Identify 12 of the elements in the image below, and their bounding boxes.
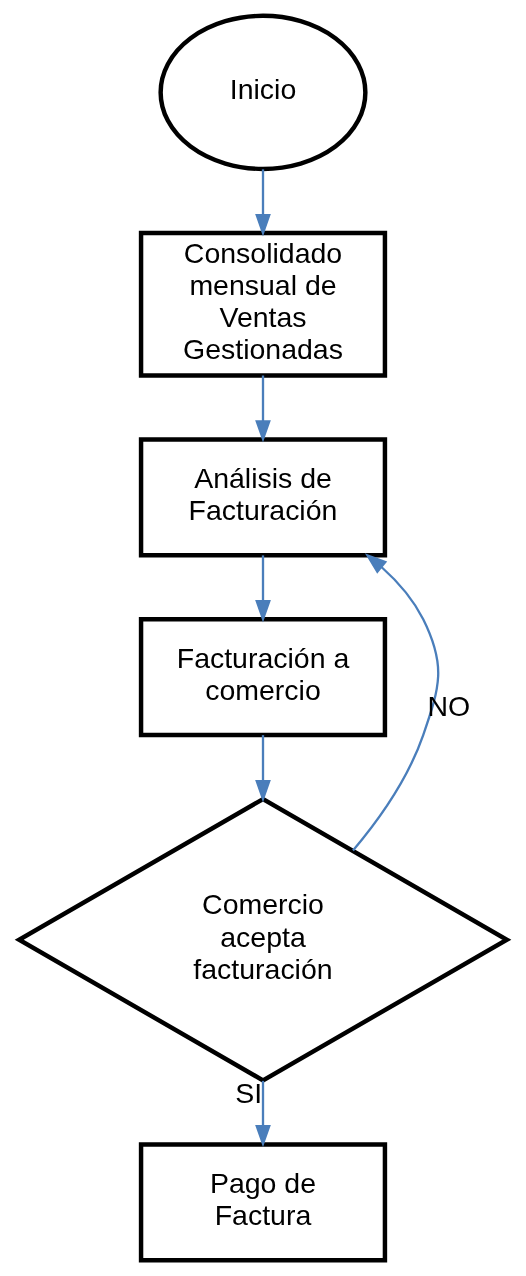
arrow	[255, 169, 271, 237]
node-box: Pago de Factura	[138, 1142, 388, 1263]
node-ellipse: Inicio	[158, 13, 368, 172]
node-box: Facturación a comercio	[138, 617, 388, 738]
arrow	[255, 1080, 271, 1148]
node-box: Consolidado mensual de Ventas Gestionadas	[138, 230, 388, 378]
node-box: Análisis de Facturación	[138, 437, 388, 558]
arrow	[352, 553, 440, 852]
arrow	[255, 735, 271, 803]
arrow	[255, 375, 271, 443]
arrow	[255, 555, 271, 623]
node-diamond: Comercio acepta facturación	[14, 796, 512, 1083]
